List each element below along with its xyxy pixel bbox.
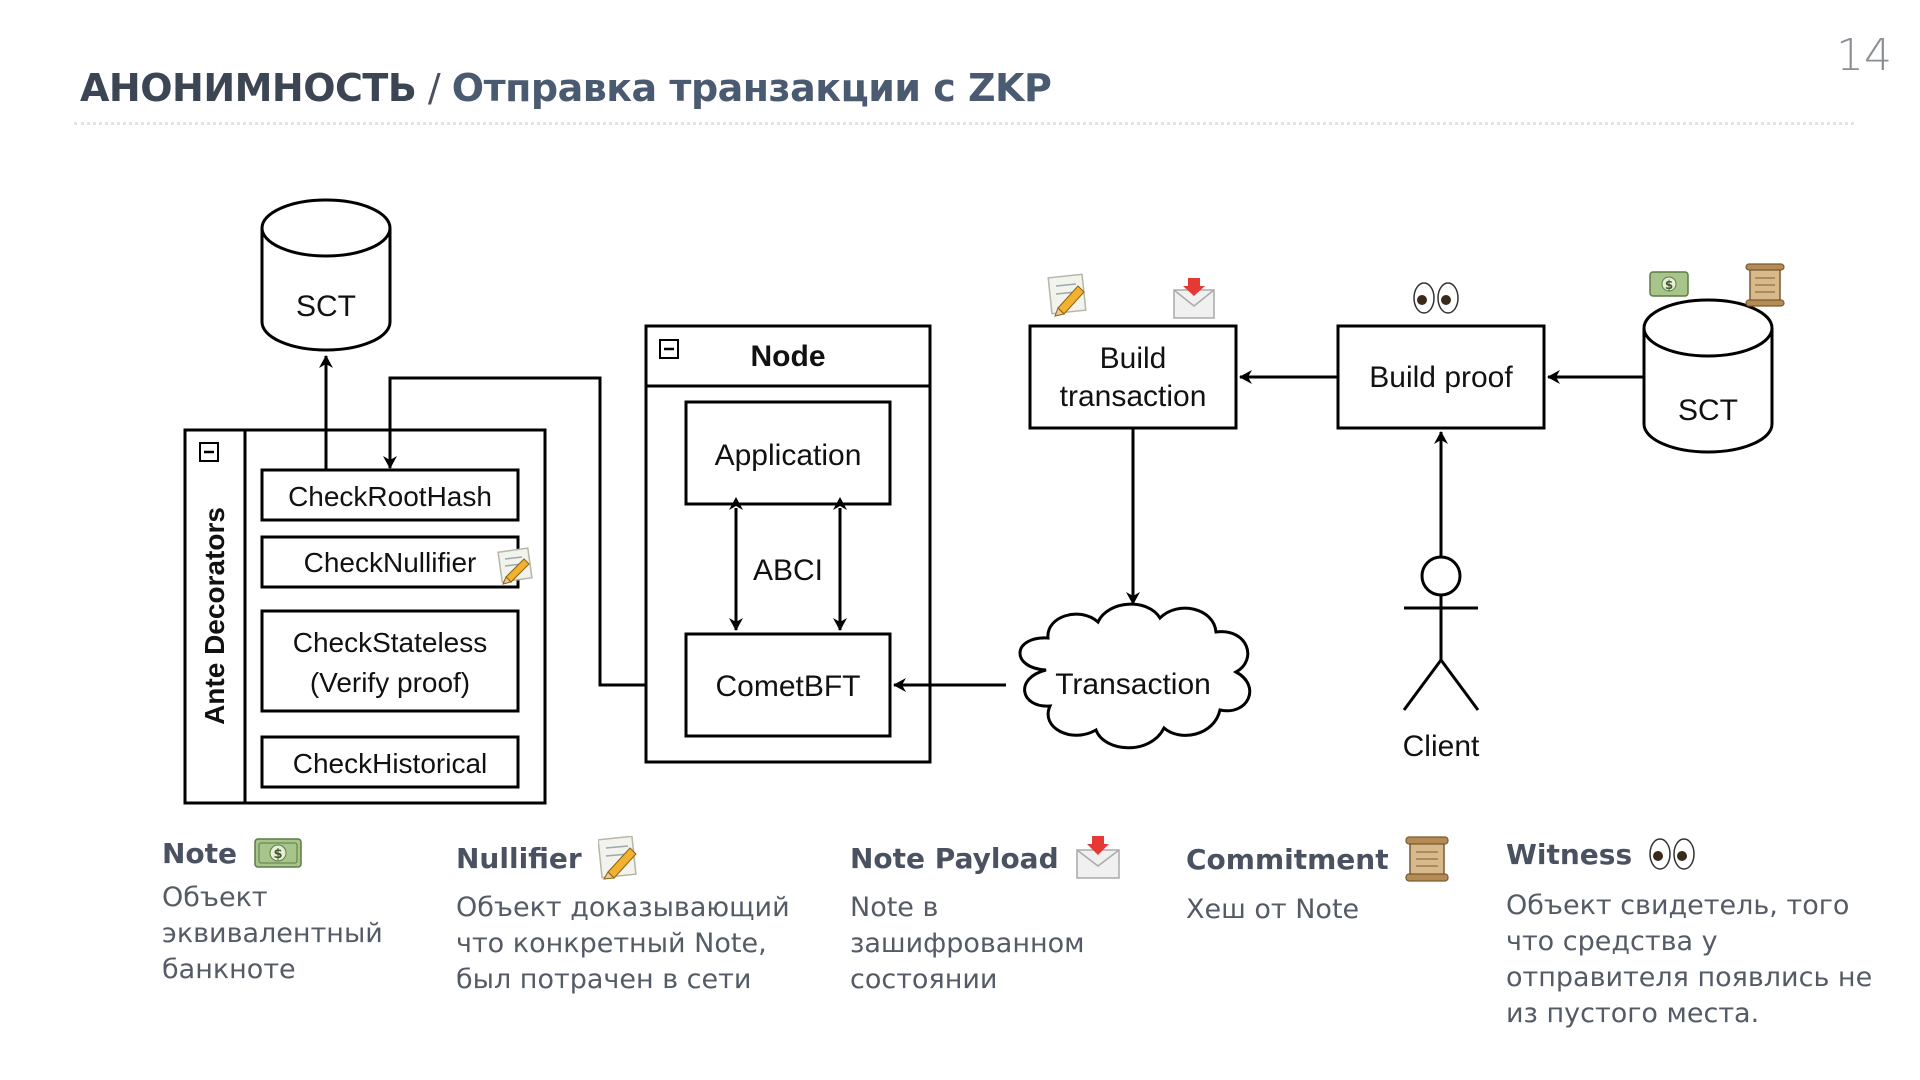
legend-note-title: Note bbox=[162, 836, 238, 870]
legend-note-payload: Note Payload Note в зашифрованном состоя… bbox=[850, 836, 1170, 998]
banknote-icon: $ bbox=[1649, 271, 1689, 297]
scroll-icon bbox=[1745, 263, 1785, 307]
ante-decorators-title: Ante Decorators bbox=[199, 507, 230, 725]
svg-text:$: $ bbox=[1665, 278, 1673, 292]
legend-witness: Witness Объект свидетель, того что средс… bbox=[1506, 836, 1886, 1032]
arrow-comet-to-ante bbox=[383, 376, 686, 687]
legend-note-description: Объект эквивалентный банкноте bbox=[162, 882, 383, 985]
legend-nullifier: Nullifier Объект доказывающий что конкре… bbox=[456, 836, 816, 998]
legend-commitment-description: Хеш от Note bbox=[1186, 894, 1360, 925]
transaction-cloud: Transaction bbox=[1018, 602, 1252, 750]
scroll-icon bbox=[1405, 836, 1449, 882]
sct-database-left: SCT bbox=[260, 198, 392, 352]
legend-nullifier-description: Объект доказывающий что конкретный Note,… bbox=[456, 892, 790, 995]
eyes-icon bbox=[1649, 838, 1695, 870]
ante-decorators-container: Ante Decorators CheckRootHash CheckNulli… bbox=[183, 428, 547, 805]
build-transaction-label-1: Build bbox=[1100, 342, 1167, 375]
transaction-label: Transaction bbox=[1055, 668, 1211, 701]
build-proof-label: Build proof bbox=[1369, 361, 1513, 394]
nullifier-pencil-icon bbox=[497, 547, 533, 585]
client-actor-icon bbox=[1402, 555, 1480, 711]
legend-witness-description: Объект свидетель, того что средства у от… bbox=[1506, 890, 1873, 1029]
check-nullifier-label: CheckNullifier bbox=[304, 547, 477, 578]
title-section: АНОНИМНОСТЬ bbox=[80, 66, 417, 110]
application-label: Application bbox=[715, 439, 862, 472]
node-title: Node bbox=[751, 340, 826, 373]
slide-title: АНОНИМНОСТЬ / Отправка транзакции с ZKP bbox=[80, 66, 1052, 110]
check-stateless-label: CheckStateless bbox=[293, 627, 488, 658]
node-container: Node Application CometBFT ABCI bbox=[644, 324, 932, 764]
envelope-icon bbox=[1075, 836, 1120, 879]
envelope-icon bbox=[1173, 278, 1215, 319]
banknote-icon: $ bbox=[254, 838, 302, 868]
legend-note-payload-description: Note в зашифрованном состоянии bbox=[850, 892, 1085, 995]
check-root-hash-label: CheckRootHash bbox=[288, 481, 492, 512]
legend-commitment: Commitment Хеш от Note bbox=[1186, 836, 1476, 928]
title-divider bbox=[74, 122, 1854, 125]
eyes-icon bbox=[1413, 282, 1459, 314]
check-historical-box bbox=[260, 735, 520, 789]
svg-text:$: $ bbox=[274, 847, 283, 862]
client-label: Client bbox=[1403, 730, 1480, 763]
build-proof-box: Build proof bbox=[1336, 324, 1546, 430]
sct-database-right: SCT bbox=[1642, 298, 1774, 454]
nullifier-memo-icon bbox=[1047, 273, 1087, 317]
legend-witness-title: Witness bbox=[1506, 837, 1633, 871]
cometbft-label: CometBFT bbox=[715, 670, 860, 703]
title-separator: / bbox=[416, 66, 452, 110]
legend-commitment-title: Commitment bbox=[1186, 842, 1389, 876]
legend-note: Note $ Объект эквивалентный банкноте bbox=[162, 836, 412, 988]
build-transaction-label-2: transaction bbox=[1060, 380, 1207, 413]
legend-note-payload-title: Note Payload bbox=[850, 841, 1059, 875]
page-number: 14 bbox=[1836, 30, 1892, 81]
cometbft-box bbox=[684, 632, 892, 738]
memo-pencil-icon bbox=[597, 836, 637, 880]
check-historical-label: CheckHistorical bbox=[293, 748, 488, 779]
legend-nullifier-title: Nullifier bbox=[456, 841, 582, 875]
sct-left-label: SCT bbox=[296, 290, 356, 323]
check-stateless-box bbox=[260, 609, 520, 713]
build-transaction-box: Build transaction bbox=[1028, 324, 1238, 430]
verify-proof-label: (Verify proof) bbox=[310, 667, 470, 698]
title-topic: Отправка транзакции с ZKP bbox=[451, 66, 1052, 110]
check-root-hash-box bbox=[260, 468, 520, 522]
abci-label: ABCI bbox=[753, 554, 823, 587]
application-box bbox=[684, 400, 892, 506]
sct-right-label: SCT bbox=[1678, 394, 1738, 427]
